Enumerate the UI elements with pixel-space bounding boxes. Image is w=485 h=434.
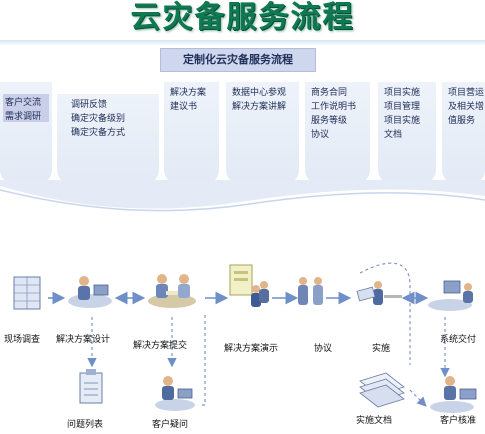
survey-sheet-icon — [13, 276, 41, 310]
phase-5-line-4: 协议 — [311, 130, 330, 140]
node-label-implementation: 实施 — [372, 344, 391, 354]
node-label-solution-demo: 解决方案演示 — [224, 344, 279, 354]
phase-3-line-2: 建议书 — [170, 102, 198, 112]
design-person-icon — [68, 276, 112, 308]
issue-list-clipboard-icon — [79, 369, 103, 404]
submit-meeting-icon — [148, 274, 196, 308]
phase-5-box: 商务合同 工作说明书 服务等级 协议 — [305, 82, 370, 184]
phase-6-line-3: 项目实施 — [384, 116, 421, 126]
node-label-customer-question: 客户疑问 — [152, 420, 189, 430]
flow-diagram — [13, 262, 477, 413]
node-label-solution-submit: 解决方案提交 — [133, 341, 188, 351]
phase-4-line-1: 数据中心参观 — [232, 88, 287, 98]
customer-question-person-icon — [155, 376, 195, 411]
phase-7-line-2: 及相关增 — [448, 102, 485, 112]
phase-2-line-1: 调研反馈 — [71, 100, 108, 110]
node-label-implementation-docs: 实施文档 — [356, 416, 393, 426]
node-label-system-delivery: 系统交付 — [440, 335, 477, 345]
demo-presentation-icon — [229, 264, 269, 307]
phase-3-line-1: 解决方案 — [170, 88, 207, 98]
wave-decoration — [0, 180, 485, 212]
phase-3-box: 解决方案 建议书 — [164, 82, 219, 184]
implementation-docs-stack-icon — [359, 372, 405, 408]
node-label-solution-design: 解决方案设计 — [56, 335, 111, 345]
phase-5-line-1: 商务合同 — [311, 88, 348, 98]
delivery-computer-icon — [428, 280, 473, 311]
agreement-people-icon — [298, 277, 323, 305]
dash-submit-loop — [200, 315, 206, 406]
node-label-site-survey: 现场调查 — [4, 335, 41, 345]
phase-row: 客户交流 需求调研 调研反馈 确定灾备级别 确定灾备方式 解决方案 建议书 数据… — [0, 74, 485, 194]
customer-approval-person-icon — [430, 376, 477, 413]
phase-6-line-2: 项目管理 — [384, 102, 421, 112]
phase-1-line-1: 客户交流 — [5, 98, 42, 108]
dash-docs-to-approve — [409, 389, 427, 407]
phase-1-line-2: 需求调研 — [5, 112, 42, 122]
phase-5-line-2: 工作说明书 — [311, 102, 357, 112]
phase-6-line-1: 项目实施 — [384, 88, 421, 98]
node-label-issue-list: 问题列表 — [67, 420, 104, 430]
phase-2-line-2: 确定灾备级别 — [71, 114, 126, 124]
node-label-customer-approval: 客户核准 — [440, 416, 477, 426]
process-banner: 定制化云灾备服务流程 — [160, 48, 316, 72]
phase-4-line-2: 解决方案讲解 — [232, 102, 287, 112]
phase-1-box: 客户交流 需求调研 — [3, 94, 49, 122]
phase-7-line-1: 项目营运 — [448, 88, 485, 98]
implementation-worker-icon — [356, 281, 402, 305]
main-title: 云灾备服务流程 — [130, 0, 355, 35]
dashed-connectors — [87, 262, 450, 407]
phase-7-box: 项目营运 及相关增 值服务 — [442, 82, 485, 184]
phase-6-line-4: 文档 — [384, 130, 403, 140]
title-divider — [0, 40, 485, 46]
phase-4-box: 数据中心参观 解决方案讲解 — [226, 82, 299, 184]
phase-2-box: 调研反馈 确定灾备级别 确定灾备方式 — [57, 94, 159, 184]
node-label-agreement: 协议 — [314, 344, 333, 354]
phase-2-line-3: 确定灾备方式 — [71, 128, 126, 138]
phase-7-line-3: 值服务 — [448, 116, 476, 126]
phase-6-box: 项目实施 项目管理 项目实施 文档 — [378, 82, 436, 184]
phase-5-line-3: 服务等级 — [311, 116, 348, 126]
